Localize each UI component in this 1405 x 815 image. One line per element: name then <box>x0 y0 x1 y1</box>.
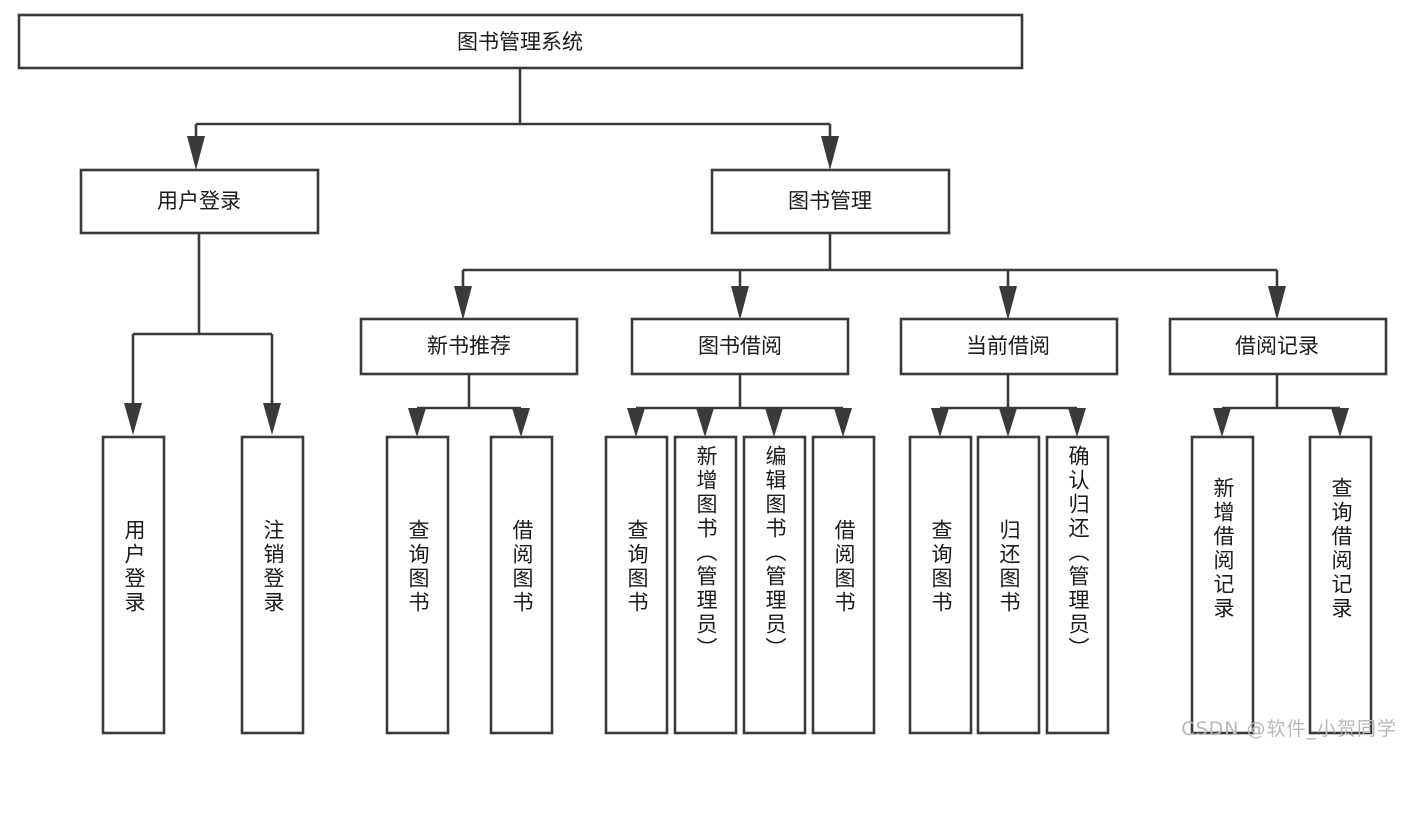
flowchart-canvas: 图书管理系统 用户登录 图书管理 新书推荐 图书借阅 当前借阅 借阅记录 <box>17 13 1397 740</box>
node-current-borrow-label: 当前借阅 <box>966 334 1050 358</box>
arrow-to-new-book-recommend <box>454 286 472 320</box>
node-leaf-edit-book-box[interactable] <box>742 435 807 735</box>
node-book-borrow[interactable]: 图书借阅 <box>630 317 850 376</box>
node-leaf-borrow-book-2-box[interactable] <box>811 435 876 735</box>
arrow-to-leaf-add-record <box>1213 408 1231 437</box>
node-new-book-recommend[interactable]: 新书推荐 <box>359 317 579 376</box>
node-book-manage-box[interactable] <box>710 168 951 235</box>
edge-group-bookmanage-to-level3 <box>454 233 1286 320</box>
node-leaf-borrow-book-1-box[interactable] <box>489 435 554 735</box>
node-current-borrow[interactable]: 当前借阅 <box>899 317 1119 376</box>
arrow-to-leaf-add-book <box>696 408 714 437</box>
arrow-to-leaf-logout <box>263 403 281 435</box>
node-leaf-query-book-2-box[interactable] <box>604 435 669 735</box>
node-leaf-add-record-box[interactable] <box>1190 435 1255 735</box>
node-user-login-box[interactable] <box>79 168 320 235</box>
arrow-to-borrow-record <box>1268 286 1286 320</box>
edge-group-borrowrecord-to-leaves <box>1213 374 1349 437</box>
node-leaf-logout-box[interactable] <box>240 435 305 735</box>
node-leaf-query-book-3-box[interactable] <box>908 435 973 735</box>
arrow-to-leaf-query-record <box>1331 408 1349 437</box>
csdn-watermark: CSDN @软件_小贺同学 <box>1181 718 1397 740</box>
node-leaf-confirm-return-box[interactable] <box>1045 435 1110 735</box>
arrow-to-leaf-user-login <box>124 403 142 435</box>
node-book-manage[interactable]: 图书管理 <box>710 168 951 235</box>
edge-group-currentborrow-to-leaves <box>931 374 1086 437</box>
arrow-to-leaf-borrow-book-1 <box>512 408 530 437</box>
node-root[interactable]: 图书管理系统 <box>17 13 1024 70</box>
node-leaf-query-book-1-box[interactable] <box>385 435 450 735</box>
node-book-borrow-label: 图书借阅 <box>698 334 782 358</box>
node-borrow-record[interactable]: 借阅记录 <box>1168 317 1388 376</box>
node-leaf-query-record-box[interactable] <box>1308 435 1373 735</box>
node-new-book-recommend-box[interactable] <box>359 317 579 376</box>
arrow-to-leaf-query-book-1 <box>408 408 426 437</box>
node-book-manage-label: 图书管理 <box>788 189 872 213</box>
node-leaf-return-book-box[interactable] <box>976 435 1041 735</box>
node-current-borrow-box[interactable] <box>899 317 1119 376</box>
arrow-to-leaf-query-book-3 <box>931 408 949 437</box>
node-borrow-record-label: 借阅记录 <box>1235 334 1319 358</box>
node-leaf-user-login-box[interactable] <box>101 435 166 735</box>
edge-group-root-to-level2 <box>187 68 839 170</box>
edge-group-newbook-to-leaves <box>408 374 530 437</box>
arrow-to-book-manage <box>821 136 839 170</box>
node-leaf-add-book-box[interactable] <box>673 435 738 735</box>
arrow-to-leaf-return-book <box>999 408 1017 437</box>
node-user-login-label: 用户登录 <box>157 189 241 213</box>
node-new-book-recommend-label: 新书推荐 <box>427 334 511 358</box>
arrow-to-user-login <box>187 136 205 170</box>
arrow-to-book-borrow <box>731 286 749 320</box>
node-root-box[interactable] <box>17 13 1024 70</box>
arrow-to-leaf-query-book-2 <box>627 408 645 437</box>
node-user-login[interactable]: 用户登录 <box>79 168 320 235</box>
arrow-to-leaf-borrow-book-2 <box>834 408 852 437</box>
edge-group-userlogin-to-leaves <box>124 233 281 435</box>
node-book-borrow-box[interactable] <box>630 317 850 376</box>
node-borrow-record-box[interactable] <box>1168 317 1388 376</box>
node-root-label: 图书管理系统 <box>457 30 583 54</box>
edge-group-bookborrow-to-leaves <box>627 374 852 437</box>
flowchart-svg: 图书管理系统 用户登录 图书管理 新书推荐 图书借阅 当前借阅 借阅记录 <box>17 13 1388 735</box>
arrow-to-leaf-confirm-return <box>1068 408 1086 437</box>
arrow-to-leaf-edit-book <box>765 408 783 437</box>
arrow-to-current-borrow <box>999 286 1017 320</box>
